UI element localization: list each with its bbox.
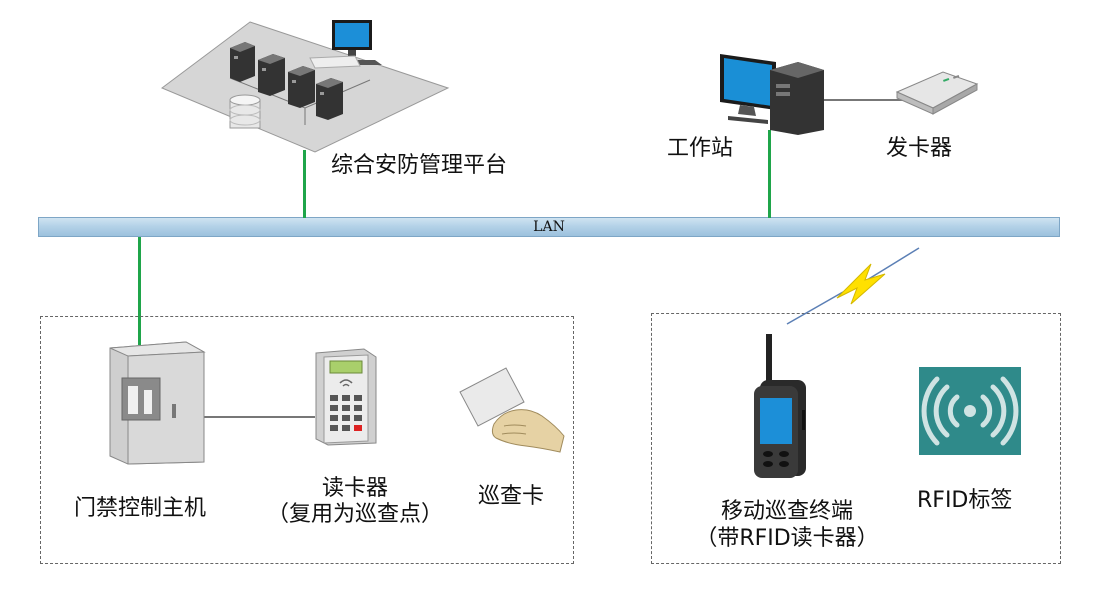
patrol-card-label: 巡查卡 xyxy=(478,484,545,509)
hand-icon xyxy=(491,409,565,453)
workstation-illustration xyxy=(720,54,824,135)
card-issuer-label: 发卡器 xyxy=(886,136,953,161)
server-icon xyxy=(258,54,285,96)
controller-lan-link xyxy=(138,237,141,345)
workstation-label: 工作站 xyxy=(667,136,734,161)
card-reader-illustration xyxy=(315,348,377,446)
platform-label: 综合安防管理平台 xyxy=(331,153,508,178)
card-reader-label: 读卡器 xyxy=(321,476,389,501)
monitor-icon xyxy=(720,54,776,124)
lan-bus: LAN xyxy=(38,217,1060,237)
computer-tower-icon xyxy=(770,62,824,135)
server-icon xyxy=(230,42,255,82)
mobile-terminal-illustration xyxy=(754,334,806,478)
database-icon xyxy=(229,94,261,129)
mobile-terminal-label: 移动巡查终端 xyxy=(720,499,854,524)
lan-label: LAN xyxy=(533,219,565,235)
workstation-issuer-link xyxy=(820,99,910,101)
platform-illustration xyxy=(161,20,450,153)
platform-lan-link xyxy=(303,150,306,218)
wireless-signal-icon xyxy=(786,247,920,325)
controller-reader-link xyxy=(203,416,315,418)
card-reader-sublabel: （复用为巡查点） xyxy=(266,502,444,527)
mobile-patrol-group xyxy=(651,313,1061,564)
server-icon xyxy=(288,66,315,108)
contactless-icon xyxy=(339,379,353,387)
server-icon xyxy=(316,78,343,120)
access-control-group xyxy=(40,316,574,564)
rfid-signal-icon xyxy=(921,376,1019,446)
patrol-card-illustration xyxy=(459,367,565,453)
rfid-tag-illustration xyxy=(919,367,1021,455)
mobile-terminal-sublabel: （带RFID读卡器） xyxy=(695,526,879,551)
workstation-lan-link xyxy=(768,130,771,218)
card-issuer-illustration xyxy=(895,71,979,115)
rfid-tag-label: RFID标签 xyxy=(917,488,1013,513)
access-controller-illustration xyxy=(109,341,206,465)
access-controller-label: 门禁控制主机 xyxy=(74,496,207,521)
